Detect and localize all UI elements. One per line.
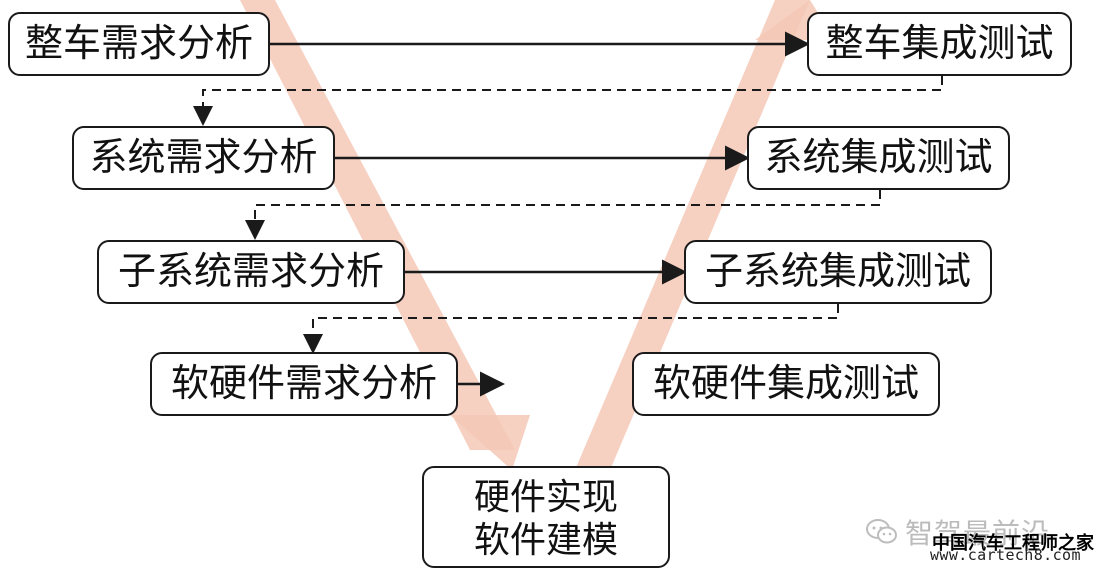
horizontal-arrows: [270, 31, 810, 397]
dashed-feedback: [193, 76, 943, 354]
dashed-line-1: [193, 76, 943, 126]
wechat-icon: [866, 519, 897, 544]
v-band-left: [240, 0, 515, 450]
dashed-line-3: [303, 304, 839, 354]
right-node-1: 整车集成测试: [807, 12, 1072, 76]
left-node-1: 整车需求分析: [8, 12, 270, 76]
bottom-box-line1: 硬件实现: [473, 476, 618, 518]
left-node-3: 子系统需求分析: [97, 240, 405, 304]
dashed-line-2: [245, 190, 881, 240]
watermark-top: 智驾最前沿: [865, 512, 1050, 552]
watermark-tagline: 中国汽车工程师之家: [932, 533, 1094, 554]
v-band-left-tip: [450, 415, 530, 470]
watermark-url: www.cartech8.com: [930, 546, 1081, 564]
bottom-box: 硬件实现 软件建模: [422, 466, 670, 568]
left-node-4: 软硬件需求分析: [150, 352, 458, 416]
right-node-3: 子系统集成测试: [684, 240, 992, 304]
left-node-2: 系统需求分析: [72, 126, 335, 190]
v-band-right: [575, 0, 810, 470]
right-node-2: 系统集成测试: [747, 126, 1010, 190]
right-node-4: 软硬件集成测试: [632, 352, 940, 416]
watermark: 智驾最前沿 中国汽车工程师之家 www.cartech8.com: [865, 512, 1094, 567]
watermark-brand: 智驾最前沿: [905, 518, 1051, 549]
bottom-box-line2: 软件建模: [473, 520, 618, 561]
